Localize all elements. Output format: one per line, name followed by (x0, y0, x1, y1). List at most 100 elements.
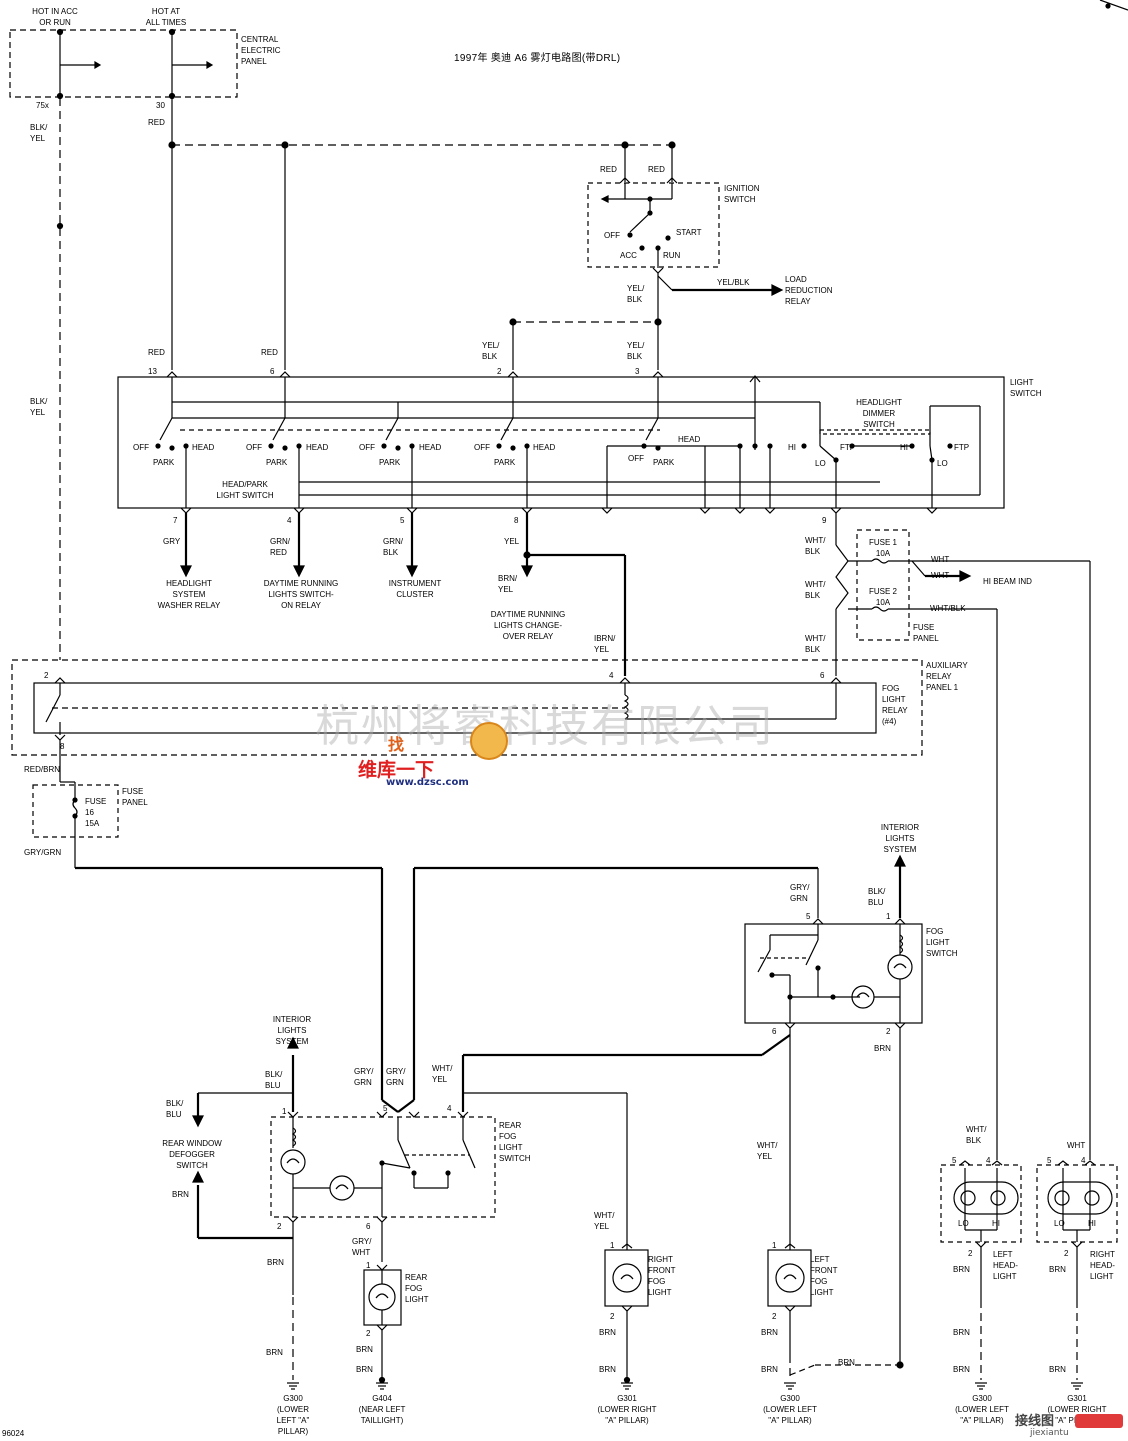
wire-yel: YEL (504, 537, 520, 546)
corner-watermark: 接线图 (1015, 1414, 1055, 1429)
wire-wht-1: WHT (931, 555, 950, 564)
wire-brn-lf-2: BRN (761, 1365, 778, 1374)
rear-fog-switch-box (270, 1116, 496, 1218)
auxiliary-relay-panel (11, 659, 923, 756)
wire-gry-grn-fog: GRY/ GRN (790, 883, 810, 903)
defogger-label: REAR WINDOW DEFOGGER SWITCH (162, 1139, 222, 1170)
company-watermark: 杭州将睿科技有限公司 (315, 701, 775, 752)
rear-sw-pin-4: 4 (447, 1104, 452, 1113)
aux-panel-label: AUXILIARY RELAY PANEL 1 (926, 661, 968, 692)
wire-wht-yel-lf: WHT/ YEL (757, 1141, 778, 1161)
wire-brn-fogsw: BRN (874, 1044, 891, 1053)
wire-blk-yel-2: BLK/ YEL (30, 397, 48, 417)
left-headlight-box (940, 1164, 1022, 1243)
rh-hi: HI (1088, 1219, 1096, 1228)
rf-pin-2: 2 (610, 1312, 615, 1321)
wire-wht-blk-3: WHT/ BLK (805, 634, 826, 654)
central-panel-label: CENTRAL ELECTRIC PANEL (241, 35, 281, 66)
wire-blk-blu-rear: BLK/ BLU (265, 1070, 283, 1090)
ground-g300-c: G300 (LOWER LEFT "A" PILLAR) (955, 1394, 1009, 1425)
wire-red-ign-2: RED (648, 165, 665, 174)
wire-red-13: RED (148, 348, 165, 357)
wire-blk-blu-def: BLK/ BLU (166, 1099, 184, 1119)
fuse-2-label: FUSE 2 10A (868, 587, 897, 607)
rh-lo: LO (1054, 1219, 1065, 1228)
wire-wht-blk-2: WHT/ BLK (805, 580, 826, 600)
lf-pin-1: 1 (772, 1241, 777, 1250)
wire-brn-rear-2: BRN (356, 1345, 373, 1354)
aux-pin-8: 8 (60, 742, 65, 751)
wire-brn-rf-1: BRN (599, 1328, 616, 1337)
ls-pin-13: 13 (148, 367, 157, 376)
wire-gry: GRY (163, 537, 181, 546)
wire-brn-rear-4: BRN (266, 1348, 283, 1357)
fuse-1-label: FUSE 1 10A (868, 538, 897, 558)
dim-ftp-1: FTP (840, 443, 856, 452)
rh-pin-2: 2 (1064, 1249, 1069, 1258)
fuse-16-panel (32, 784, 119, 838)
dimmer-label: HEADLIGHT DIMMER SWITCH (856, 398, 902, 429)
fog-relay-label: FOG LIGHT RELAY (#4) (882, 684, 908, 726)
dest-interior-2: INTERIOR LIGHTS SYSTEM (272, 1015, 312, 1046)
dest-cluster: INSTRUMENT CLUSTER (388, 579, 442, 599)
wire-brn-rf-2: BRN (599, 1365, 616, 1374)
dim-hi-2: HI (900, 443, 908, 452)
aux-pin-6: 6 (820, 671, 825, 680)
ls-pin-5: 5 (400, 516, 405, 525)
fog-sw-pin-2: 2 (886, 1027, 891, 1036)
right-fog-label: RIGHT FRONT FOG LIGHT (648, 1255, 676, 1297)
lh-pin-2: 2 (968, 1249, 973, 1258)
wire-brn-rh-2: BRN (1049, 1365, 1066, 1374)
wire-wht-rh: WHT (1067, 1141, 1086, 1150)
dimmer-switch-box (819, 429, 931, 435)
rear-fog-label: REAR FOG LIGHT (405, 1273, 429, 1304)
wire-brn-yel: BRN/ YEL (498, 574, 518, 594)
rear-sw-pin-6: 6 (366, 1222, 371, 1231)
ground-g404: G404 (NEAR LEFT TAILLIGHT) (358, 1394, 406, 1425)
fog-light-switch-box (744, 923, 923, 1024)
ign-run: RUN (663, 251, 681, 260)
ls-park-5: PARK (653, 458, 675, 467)
lh-pin-4: 4 (986, 1156, 991, 1165)
pin-75x: 75x (36, 101, 49, 110)
ls-pin-3: 3 (635, 367, 640, 376)
wire-yel-blk-ign: YEL/ BLK (627, 284, 645, 304)
wire-wht-2: WHT (931, 571, 950, 580)
wire-red-6: RED (261, 348, 278, 357)
ls-park-4: PARK (494, 458, 516, 467)
rear-sw-pin-2: 2 (277, 1222, 282, 1231)
wire-red-1: RED (148, 118, 165, 127)
wire-brn-def: BRN (172, 1190, 189, 1199)
ignition-switch-box (587, 182, 720, 268)
lh-lo: LO (958, 1219, 969, 1228)
dzsc-logo-url: www.dzsc.com (386, 777, 469, 788)
lh-pin-5: 5 (952, 1156, 957, 1165)
rf-pin-1: 1 (610, 1241, 615, 1250)
dest-drl-switch: DAYTIME RUNNING LIGHTS SWITCH- ON RELAY (263, 579, 339, 610)
right-head-label: RIGHT HEAD- LIGHT (1090, 1250, 1115, 1281)
right-headlight-box (1036, 1164, 1118, 1243)
ls-park-2: PARK (266, 458, 288, 467)
left-front-fog-box (767, 1249, 812, 1307)
rh-pin-5: 5 (1047, 1156, 1052, 1165)
light-switch-box (117, 376, 1005, 509)
ls-off-5: OFF (628, 454, 644, 463)
corner-watermark-url: jiexiantu (1030, 1428, 1069, 1438)
dim-hi-1: HI (788, 443, 796, 452)
ground-g301-a: G301 (LOWER RIGHT "A" PILLAR) (597, 1394, 657, 1425)
light-switch-label: LIGHT SWITCH (1010, 378, 1042, 398)
wire-ibrn-yel: IBRN/ YEL (594, 634, 616, 654)
ls-pin-4: 4 (287, 516, 292, 525)
fuse-16-label: FUSE 16 15A (85, 797, 107, 828)
ls-park-3: PARK (379, 458, 401, 467)
dim-lo-2: LO (937, 459, 948, 468)
figure-id: 96024 (2, 1429, 25, 1438)
wire-brn-rear-1: BRN (267, 1258, 284, 1267)
fuse-16-panel-label: FUSE PANEL (122, 787, 148, 807)
wire-wht-yel-rear: WHT/ YEL (432, 1064, 453, 1084)
fog-light-relay-box (33, 682, 877, 734)
dim-lo-1: LO (815, 459, 826, 468)
ls-head-1: HEAD (192, 443, 215, 452)
